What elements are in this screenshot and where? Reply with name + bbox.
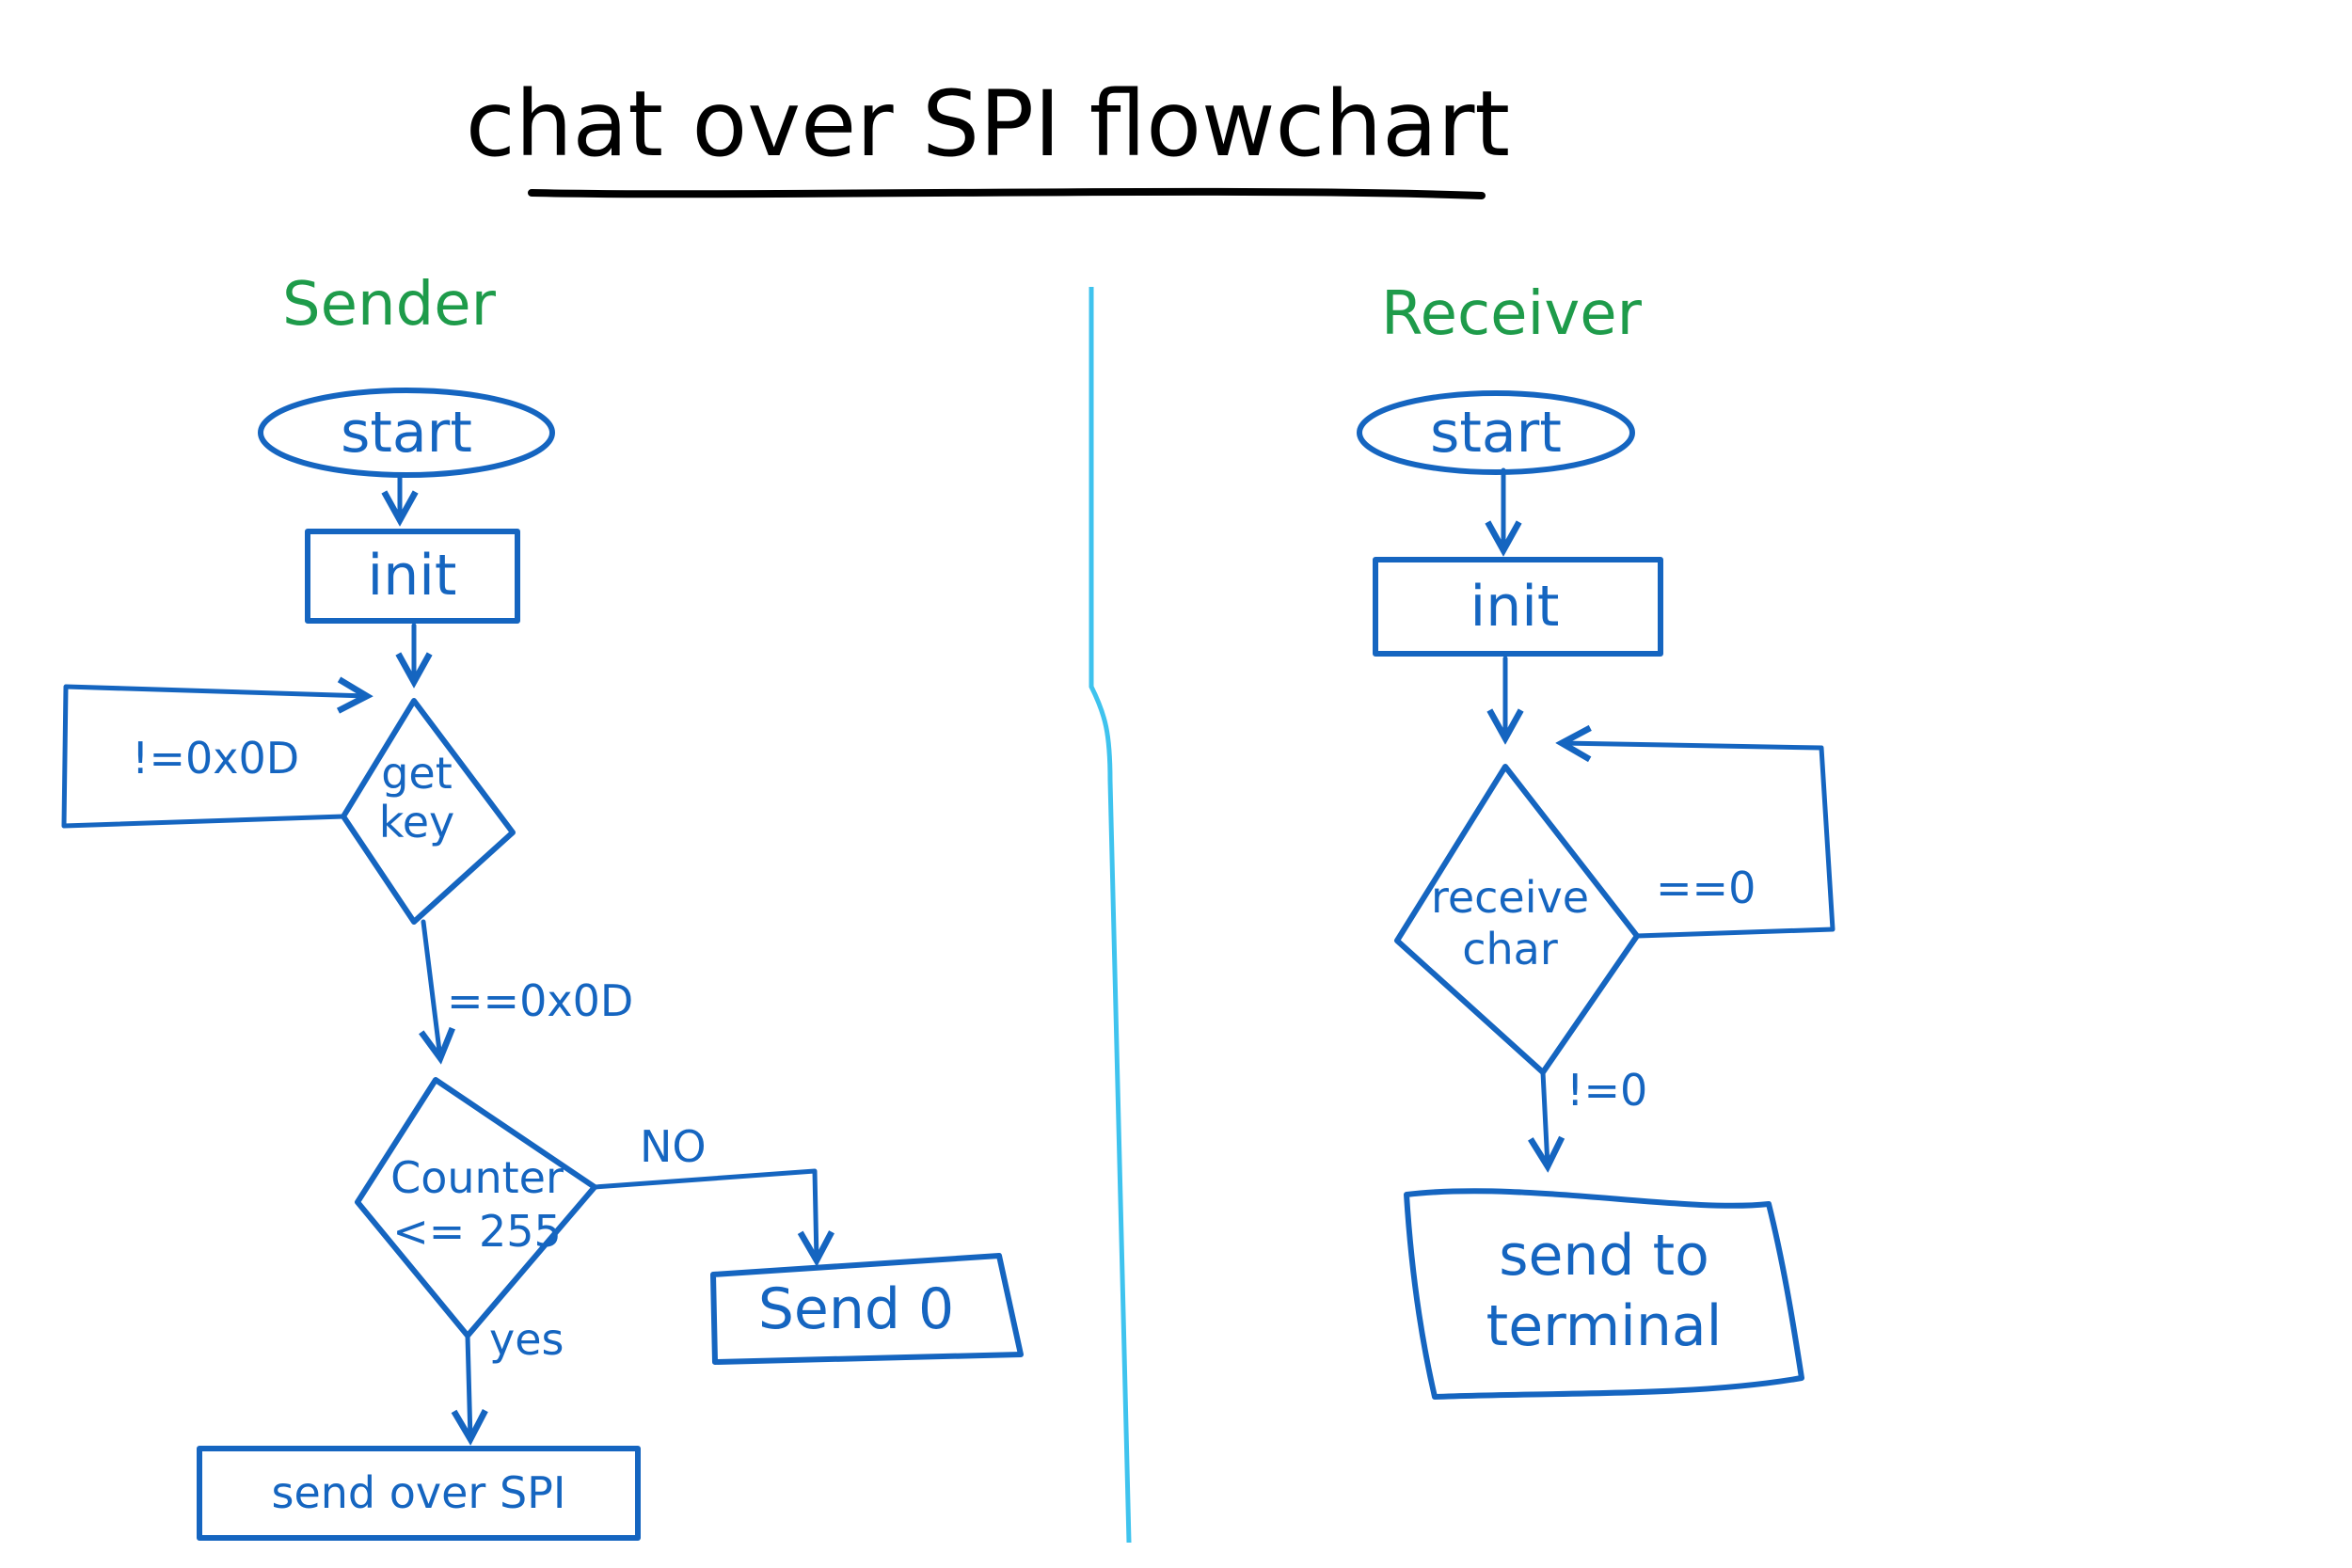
sender-get-key-line1: get	[381, 748, 453, 799]
receiver-send-terminal-line2: terminal	[1486, 1293, 1723, 1359]
sender-flow: start init get key !=0x0D ==0x0D Counter…	[61, 388, 1024, 1541]
receiver-send-terminal-line1: send to	[1499, 1223, 1709, 1289]
receiver-start-label: start	[1430, 400, 1562, 466]
receiver-receive-line1: receive	[1431, 872, 1589, 923]
receiver-start-node	[1357, 390, 1635, 475]
sender-counter-line1: Counter	[390, 1152, 564, 1203]
sender-start-label: start	[341, 400, 472, 466]
receiver-init-label: init	[1470, 574, 1560, 640]
sender-send-spi-label: send over SPI	[272, 1467, 566, 1518]
receiver-flow: start init receive char ==0 !=0 send to …	[1357, 390, 1836, 1400]
sender-loop-condition: !=0x0D	[132, 733, 299, 784]
sender-counter-line2: <= 255	[392, 1206, 562, 1257]
receiver-loop-arrow	[1562, 743, 1836, 939]
sender-get-key-line2: key	[379, 797, 455, 847]
sender-lane-label: Sender	[282, 270, 497, 340]
sender-send-zero-label: Send 0	[758, 1276, 954, 1342]
receiver-send-terminal-node	[1404, 1188, 1804, 1400]
title-underline	[528, 187, 1486, 199]
receiver-exit-condition: !=0	[1566, 1065, 1647, 1116]
sender-init-label: init	[368, 543, 457, 609]
receiver-lane-label: Receiver	[1381, 279, 1643, 349]
sender-start-node	[258, 388, 555, 478]
receiver-receive-line2: char	[1462, 924, 1558, 974]
receiver-init-node	[1373, 557, 1663, 657]
lane-divider	[1089, 287, 1132, 1544]
sender-loop-arrow	[61, 687, 367, 829]
sender-yes-arrow	[468, 1333, 470, 1439]
sender-exit-condition: ==0x0D	[447, 975, 633, 1026]
sender-no-label: NO	[640, 1121, 707, 1172]
sender-send-zero-node	[710, 1253, 1024, 1365]
sender-get-key-decision	[341, 698, 516, 925]
sender-no-arrow	[592, 1168, 817, 1260]
sender-send-spi-node	[197, 1446, 641, 1541]
sender-init-node	[305, 529, 520, 624]
receiver-exit-arrow	[1543, 1069, 1548, 1166]
sender-arrow-getkey-counter	[423, 919, 440, 1058]
sender-yes-label: yes	[489, 1314, 564, 1365]
page-title: chat over SPI flowchart	[466, 71, 1510, 177]
receiver-loop-condition: ==0	[1656, 863, 1756, 913]
